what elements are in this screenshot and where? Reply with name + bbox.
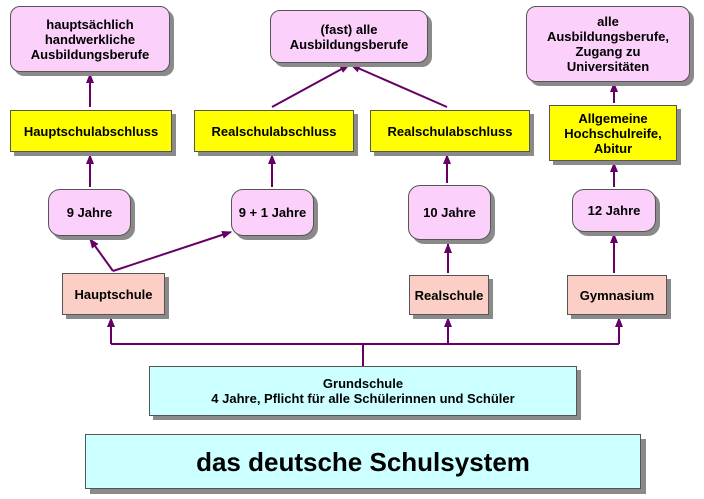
school-grundschule-name: Grundschule — [322, 376, 404, 391]
certificate-realschulabschluss-2-text: Realschulabschluss — [387, 123, 513, 139]
outcome-realschule-text: (fast) alle Ausbildungsberufe — [289, 21, 409, 52]
outcome-gymnasium: alle Ausbildungsberufe, Zugang zu Univer… — [526, 6, 690, 82]
certificate-realschulabschluss-1: Realschulabschluss — [194, 110, 354, 152]
connector-hauptschule-9plus1 — [112, 231, 232, 272]
certificate-abitur: Allgemeine Hochschulreife, Abitur — [549, 105, 677, 161]
connector-hauptschule-9 — [89, 238, 114, 272]
school-hauptschule: Hauptschule — [62, 273, 165, 315]
diagram-title-box: das deutsche Schulsystem — [85, 434, 641, 489]
outcome-gymnasium-text: alle Ausbildungsberufe, Zugang zu Univer… — [546, 14, 670, 74]
school-hauptschule-text: Hauptschule — [74, 286, 153, 302]
certificate-abitur-text: Allgemeine Hochschulreife, Abitur — [564, 110, 662, 156]
school-gymnasium: Gymnasium — [567, 275, 667, 315]
school-realschule-text: Realschule — [414, 287, 484, 303]
school-realschule: Realschule — [409, 275, 489, 315]
outcome-hauptschule-text: hauptsächlich handwerkliche Ausbildungsb… — [30, 16, 150, 62]
certificate-realschulabschluss-2: Realschulabschluss — [370, 110, 530, 152]
duration-realschule-extended-text: 9 + 1 Jahre — [238, 205, 307, 220]
school-grundschule: Grundschule 4 Jahre, Pflicht für alle Sc… — [149, 366, 577, 416]
connector-realschulabschluss2-outcome — [350, 64, 448, 108]
duration-realschule-text: 10 Jahre — [423, 205, 476, 220]
certificate-realschulabschluss-1-text: Realschulabschluss — [211, 123, 337, 139]
diagram-title: das deutsche Schulsystem — [196, 446, 530, 477]
outcome-realschule: (fast) alle Ausbildungsberufe — [270, 10, 428, 63]
duration-gymnasium: 12 Jahre — [572, 189, 656, 232]
certificate-hauptschulabschluss: Hauptschulabschluss — [10, 110, 172, 152]
duration-hauptschule: 9 Jahre — [48, 189, 131, 236]
school-gymnasium-text: Gymnasium — [579, 287, 655, 303]
certificate-hauptschulabschluss-text: Hauptschulabschluss — [23, 123, 159, 139]
duration-gymnasium-text: 12 Jahre — [587, 203, 641, 218]
duration-realschule-extended: 9 + 1 Jahre — [231, 189, 314, 236]
school-grundschule-description: 4 Jahre, Pflicht für alle Schülerinnen u… — [211, 391, 515, 406]
duration-realschule: 10 Jahre — [408, 185, 491, 240]
duration-hauptschule-text: 9 Jahre — [66, 205, 113, 220]
outcome-hauptschule: hauptsächlich handwerkliche Ausbildungsb… — [10, 6, 170, 72]
connector-realschulabschluss1-outcome — [271, 64, 350, 108]
